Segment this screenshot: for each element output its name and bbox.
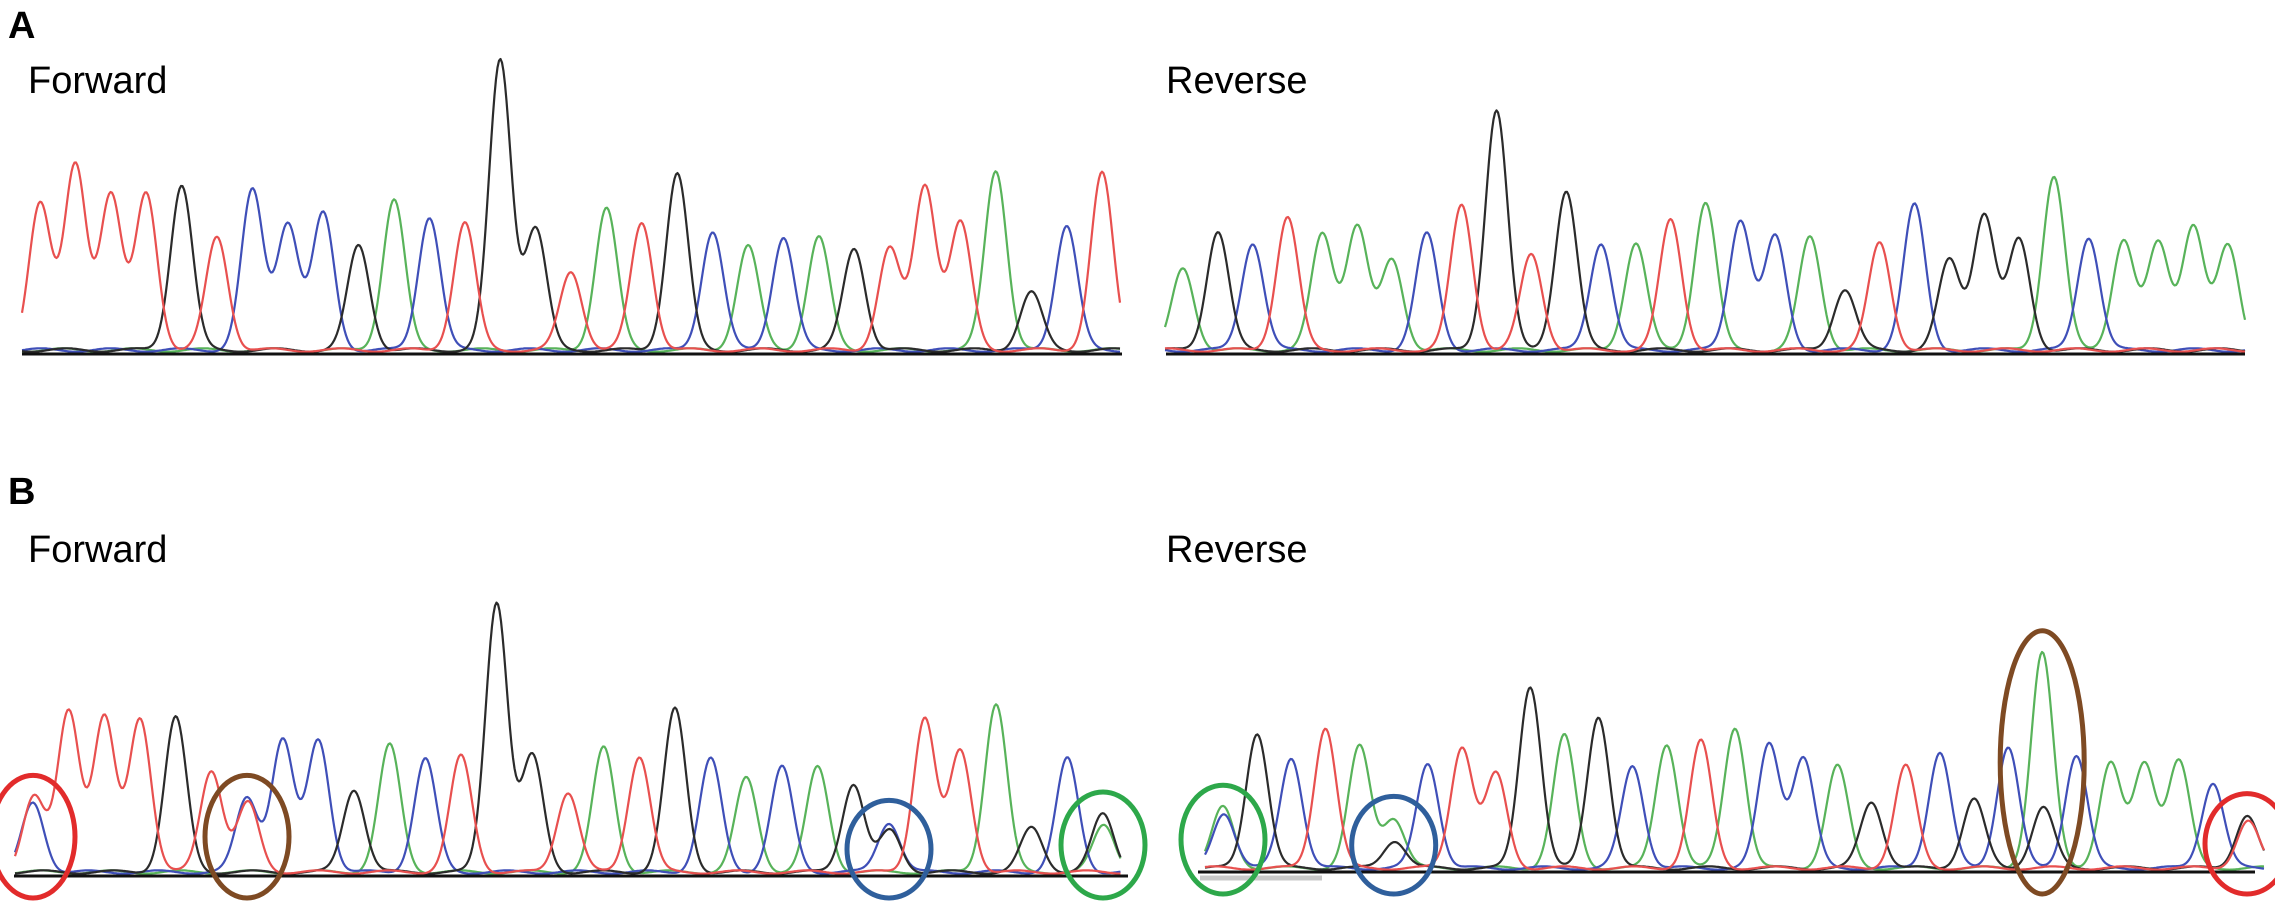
trace-red-t-b-reverse [1204, 727, 2266, 871]
trace-title-b-reverse: Reverse [1166, 529, 1308, 571]
chromatogram-a-reverse: Reverse [1163, 60, 2247, 356]
mutation-circle-b-forward-3 [844, 797, 934, 901]
trace-blue-c-a-forward [21, 187, 1121, 353]
mutation-circle-b-reverse-1 [1178, 782, 1268, 897]
panel-label-b: B [8, 471, 35, 513]
trace-title-a-forward: Forward [28, 60, 167, 102]
trace-red-t-b-forward [13, 708, 1121, 875]
mutation-circle-b-forward-2 [202, 772, 292, 901]
trace-green-a-b-reverse [1203, 650, 2265, 871]
trace-title-a-reverse: Reverse [1166, 60, 1308, 102]
mutation-circle-b-reverse-4 [2202, 791, 2275, 897]
mutation-circles-b-forward [0, 772, 1148, 901]
trace-group-a-forward [20, 57, 1122, 353]
trace-green-a-a-reverse [1163, 175, 2247, 353]
panel-label-a: A [8, 5, 35, 47]
trace-black-g-a-forward [21, 57, 1121, 353]
trace-black-g-a-reverse [1164, 109, 2246, 353]
chromatogram-b-forward: Forward [0, 529, 1148, 901]
trace-red-t-a-forward [20, 161, 1122, 353]
trace-blue-c-a-reverse [1164, 202, 2246, 353]
trace-blue-c-b-reverse [1204, 741, 2265, 871]
trace-red-t-a-reverse [1165, 203, 2246, 353]
chromatogram-a-forward: Forward [20, 57, 1122, 356]
trace-group-b-forward [13, 601, 1122, 875]
mutation-circle-b-forward-4 [1058, 789, 1148, 901]
trace-group-a-reverse [1163, 109, 2247, 353]
chromatogram-b-reverse: Reverse [1166, 529, 2275, 897]
mutation-circle-b-reverse-2 [1349, 793, 1439, 897]
mutation-circles-b-reverse [1178, 628, 2275, 897]
trace-black-g-b-forward [14, 601, 1122, 875]
trace-group-b-reverse [1203, 650, 2266, 871]
trace-title-b-forward: Forward [28, 529, 167, 571]
mutation-circle-b-forward-1 [0, 772, 78, 901]
mutation-circle-b-reverse-3 [1997, 628, 2087, 897]
